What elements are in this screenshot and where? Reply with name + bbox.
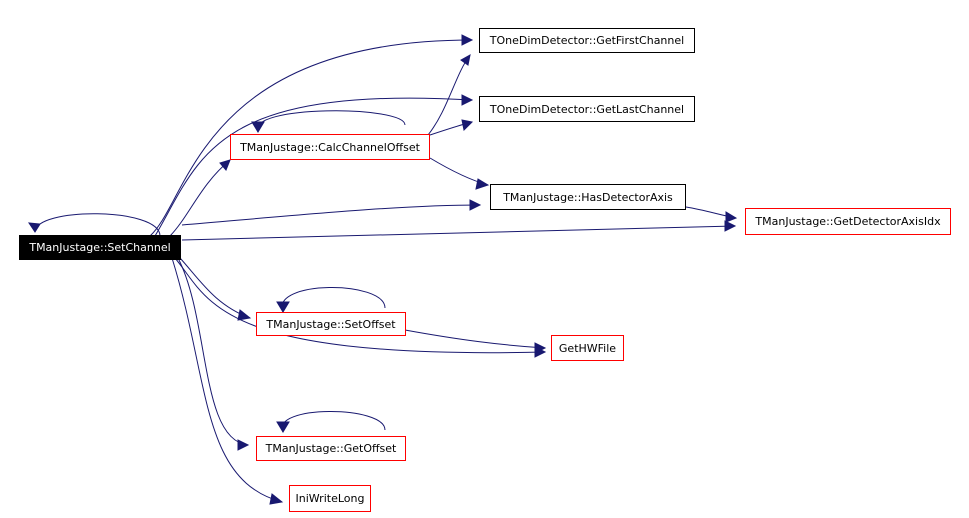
edge-root-hasaxis [181, 204, 481, 226]
arrowhead-setoffset-hwfile [534, 342, 547, 354]
arrowhead-root-axisidx [724, 220, 737, 232]
node-set-channel[interactable]: TManJustage::SetChannel [19, 235, 181, 260]
node-get-hw-file[interactable]: GetHWFile [551, 335, 624, 361]
node-calc-channel-offset[interactable]: TManJustage::CalcChannelOffset [230, 134, 430, 160]
arrowhead-root-last [461, 94, 474, 106]
edge-root-ini [171, 257, 283, 503]
arrowhead-root-setoffset [237, 309, 252, 321]
arrowhead-root-self [28, 222, 41, 233]
node-get-first-channel[interactable]: TOneDimDetector::GetFirstChannel [479, 28, 695, 53]
arrowhead-root-hasaxis [469, 199, 482, 211]
node-get-offset[interactable]: TManJustage::GetOffset [256, 436, 406, 461]
arrowhead-calc-last [461, 119, 474, 132]
node-get-detector-axis-idx[interactable]: TManJustage::GetDetectorAxisIdx [745, 208, 951, 235]
edge-setoffset-hwfile [404, 329, 546, 349]
edge-getoffset-self [281, 411, 386, 433]
edge-calc-self [257, 110, 406, 133]
node-get-last-channel[interactable]: TOneDimDetector::GetLastChannel [479, 96, 695, 122]
arrowhead-calc-self [251, 121, 265, 133]
edge-root-axisidx [181, 225, 736, 241]
edge-root-first [149, 39, 473, 237]
edge-setoffset-self [281, 287, 386, 313]
arrowhead-getoffset-self [276, 421, 290, 433]
arrowhead-root-ini [269, 493, 284, 505]
arrowhead-root-getoffset [237, 439, 250, 451]
edge-root-setoffset [179, 257, 251, 319]
arrowhead-calc-hasaxis [475, 178, 490, 190]
node-has-detector-axis[interactable]: TManJustage::HasDetectorAxis [490, 184, 686, 210]
edge-root-hwfile [174, 257, 546, 354]
edge-root-getoffset [177, 257, 249, 446]
edge-root-calc [169, 159, 231, 237]
node-ini-write-long[interactable]: IniWriteLong [289, 485, 371, 512]
node-set-offset[interactable]: TManJustage::SetOffset [256, 312, 406, 336]
arrowhead-calc-first [460, 54, 471, 66]
arrowhead-root-first [461, 34, 474, 46]
edge-root-last [154, 97, 473, 237]
edge-root-self [34, 213, 161, 237]
arrowhead-root-calc [219, 159, 231, 171]
arrowhead-setoffset-self [276, 301, 290, 313]
arrowhead-hasaxis-axisidx [725, 211, 738, 223]
